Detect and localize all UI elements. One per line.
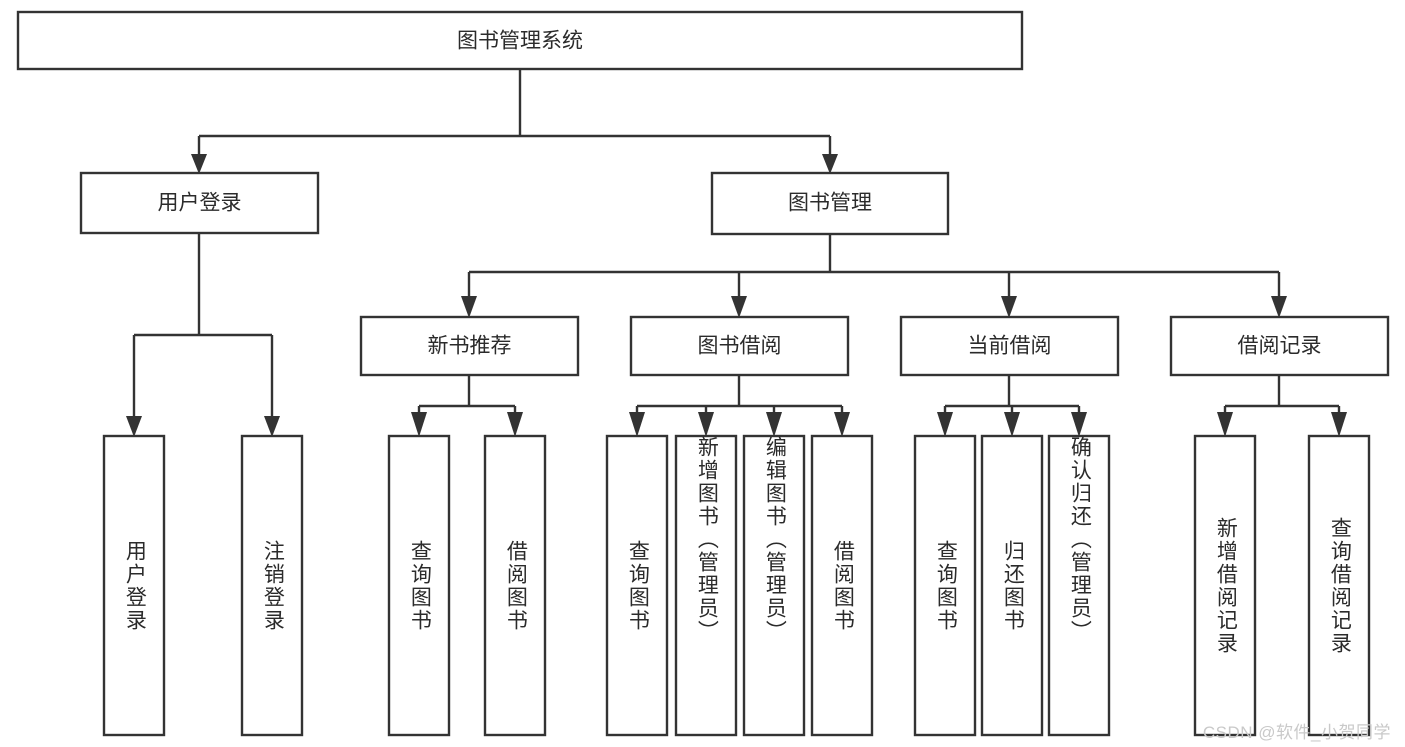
node-current-borrow[interactable]: 当前借阅 bbox=[899, 315, 1120, 377]
arrow-head-leaf-borrow-book-2 bbox=[834, 412, 850, 437]
node-leaf-return-book-box[interactable] bbox=[980, 434, 1044, 737]
node-leaf-query-book-3-box[interactable] bbox=[913, 434, 977, 737]
node-book-borrow-label: 图书借阅 bbox=[698, 335, 782, 358]
node-user-login[interactable]: 用户登录 bbox=[79, 171, 320, 235]
node-leaf-add-borrow-record-box[interactable] bbox=[1193, 434, 1257, 737]
node-leaf-confirm-return-admin-box[interactable] bbox=[1047, 434, 1111, 737]
node-new-book-recommend-label: 新书推荐 bbox=[428, 335, 512, 358]
arrow-head-leaf-edit-book-admin bbox=[766, 412, 782, 437]
node-user-login-box[interactable] bbox=[79, 171, 320, 235]
node-user-login-label: 用户登录 bbox=[158, 192, 242, 215]
node-leaf-user-logout-box[interactable] bbox=[240, 434, 304, 737]
arrow-head-leaf-query-book-2 bbox=[629, 412, 645, 437]
arrow-head-leaf-user-logout bbox=[264, 416, 280, 437]
arrow-head-book-manage bbox=[822, 154, 838, 174]
node-book-borrow[interactable]: 图书借阅 bbox=[629, 315, 850, 377]
node-leaf-edit-book-admin-box[interactable] bbox=[742, 434, 806, 737]
node-leaf-query-book-2-box[interactable] bbox=[605, 434, 669, 737]
arrow-head-book-borrow bbox=[731, 296, 747, 318]
arrow-head-leaf-confirm-return-admin bbox=[1071, 412, 1087, 437]
arrow-head-leaf-query-borrow-record bbox=[1331, 412, 1347, 437]
node-leaf-user-login-box[interactable] bbox=[102, 434, 166, 737]
arrow-head-leaf-add-book-admin bbox=[698, 412, 714, 437]
arrow-head-leaf-query-book-3 bbox=[937, 412, 953, 437]
arrow-head-new-book-recommend bbox=[461, 296, 477, 318]
node-current-borrow-box[interactable] bbox=[899, 315, 1120, 377]
node-leaf-query-borrow-record-box[interactable] bbox=[1307, 434, 1371, 737]
connector-layer bbox=[126, 69, 1347, 437]
node-leaf-borrow-book-1-box[interactable] bbox=[483, 434, 547, 737]
node-current-borrow-label: 当前借阅 bbox=[968, 335, 1052, 358]
node-borrow-record-label: 借阅记录 bbox=[1238, 335, 1322, 358]
node-layer: 图书管理系统 用户登录 图书管理 新书推荐 图书借阅 bbox=[16, 10, 1390, 737]
arrow-head-leaf-borrow-book-1 bbox=[507, 412, 523, 437]
node-book-manage[interactable]: 图书管理 bbox=[710, 171, 950, 236]
node-leaf-add-book-admin-box[interactable] bbox=[674, 434, 738, 737]
arrow-head-leaf-return-book bbox=[1004, 412, 1020, 437]
node-leaf-borrow-book-2-box[interactable] bbox=[810, 434, 874, 737]
node-new-book-recommend-box[interactable] bbox=[359, 315, 580, 377]
node-leaf-query-book-1-box[interactable] bbox=[387, 434, 451, 737]
node-book-manage-label: 图书管理 bbox=[788, 192, 872, 215]
arrow-head-current-borrow bbox=[1001, 296, 1017, 318]
arrow-head-borrow-record bbox=[1271, 296, 1287, 318]
node-root-box[interactable] bbox=[16, 10, 1024, 71]
node-borrow-record[interactable]: 借阅记录 bbox=[1169, 315, 1390, 377]
arrow-head-user-login bbox=[191, 154, 207, 174]
node-root[interactable]: 图书管理系统 bbox=[16, 10, 1024, 71]
node-book-manage-box[interactable] bbox=[710, 171, 950, 236]
node-borrow-record-box[interactable] bbox=[1169, 315, 1390, 377]
node-book-borrow-box[interactable] bbox=[629, 315, 850, 377]
node-new-book-recommend[interactable]: 新书推荐 bbox=[359, 315, 580, 377]
arrow-head-leaf-add-borrow-record bbox=[1217, 412, 1233, 437]
node-root-label: 图书管理系统 bbox=[457, 30, 583, 53]
arrow-head-leaf-query-book-1 bbox=[411, 412, 427, 437]
arrow-head-leaf-user-login bbox=[126, 416, 142, 437]
